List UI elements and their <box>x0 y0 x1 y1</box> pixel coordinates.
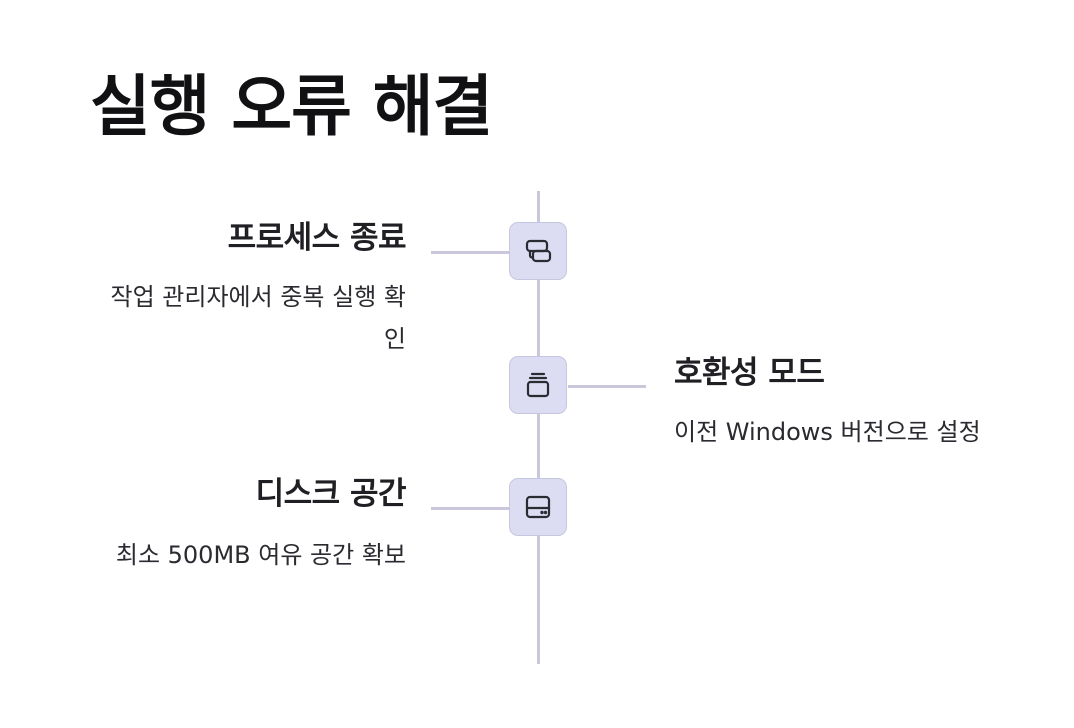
step-2-node <box>509 356 567 414</box>
step-1-node <box>509 222 567 280</box>
timeline-line <box>537 191 540 664</box>
connector-step-3 <box>431 507 509 510</box>
step-1-description: 작업 관리자에서 중복 실행 확인 <box>110 283 406 353</box>
step-2-description: 이전 Windows 버전으로 설정 <box>674 418 981 446</box>
step-2-title: 호환성 모드 <box>674 355 825 391</box>
step-2-item: 호환성 모드 이전 Windows 버전으로 설정 <box>674 355 984 453</box>
step-1-title: 프로세스 종료 <box>227 220 407 256</box>
step-3-description: 최소 500MB 여유 공간 확보 <box>115 541 406 569</box>
step-3-title: 디스크 공간 <box>255 476 407 512</box>
stacked-window-icon <box>526 372 550 398</box>
connector-step-1 <box>431 251 509 254</box>
step-1-item: 프로세스 종료 작업 관리자에서 중복 실행 확인 <box>96 220 407 360</box>
page-title: 실행 오류 해결 <box>90 68 493 145</box>
hard-drive-icon <box>525 495 551 519</box>
connector-step-2 <box>568 385 646 388</box>
step-3-item: 디스크 공간 최소 500MB 여유 공간 확보 <box>96 476 407 576</box>
process-blocks-icon <box>525 239 552 263</box>
step-3-node <box>509 478 567 536</box>
